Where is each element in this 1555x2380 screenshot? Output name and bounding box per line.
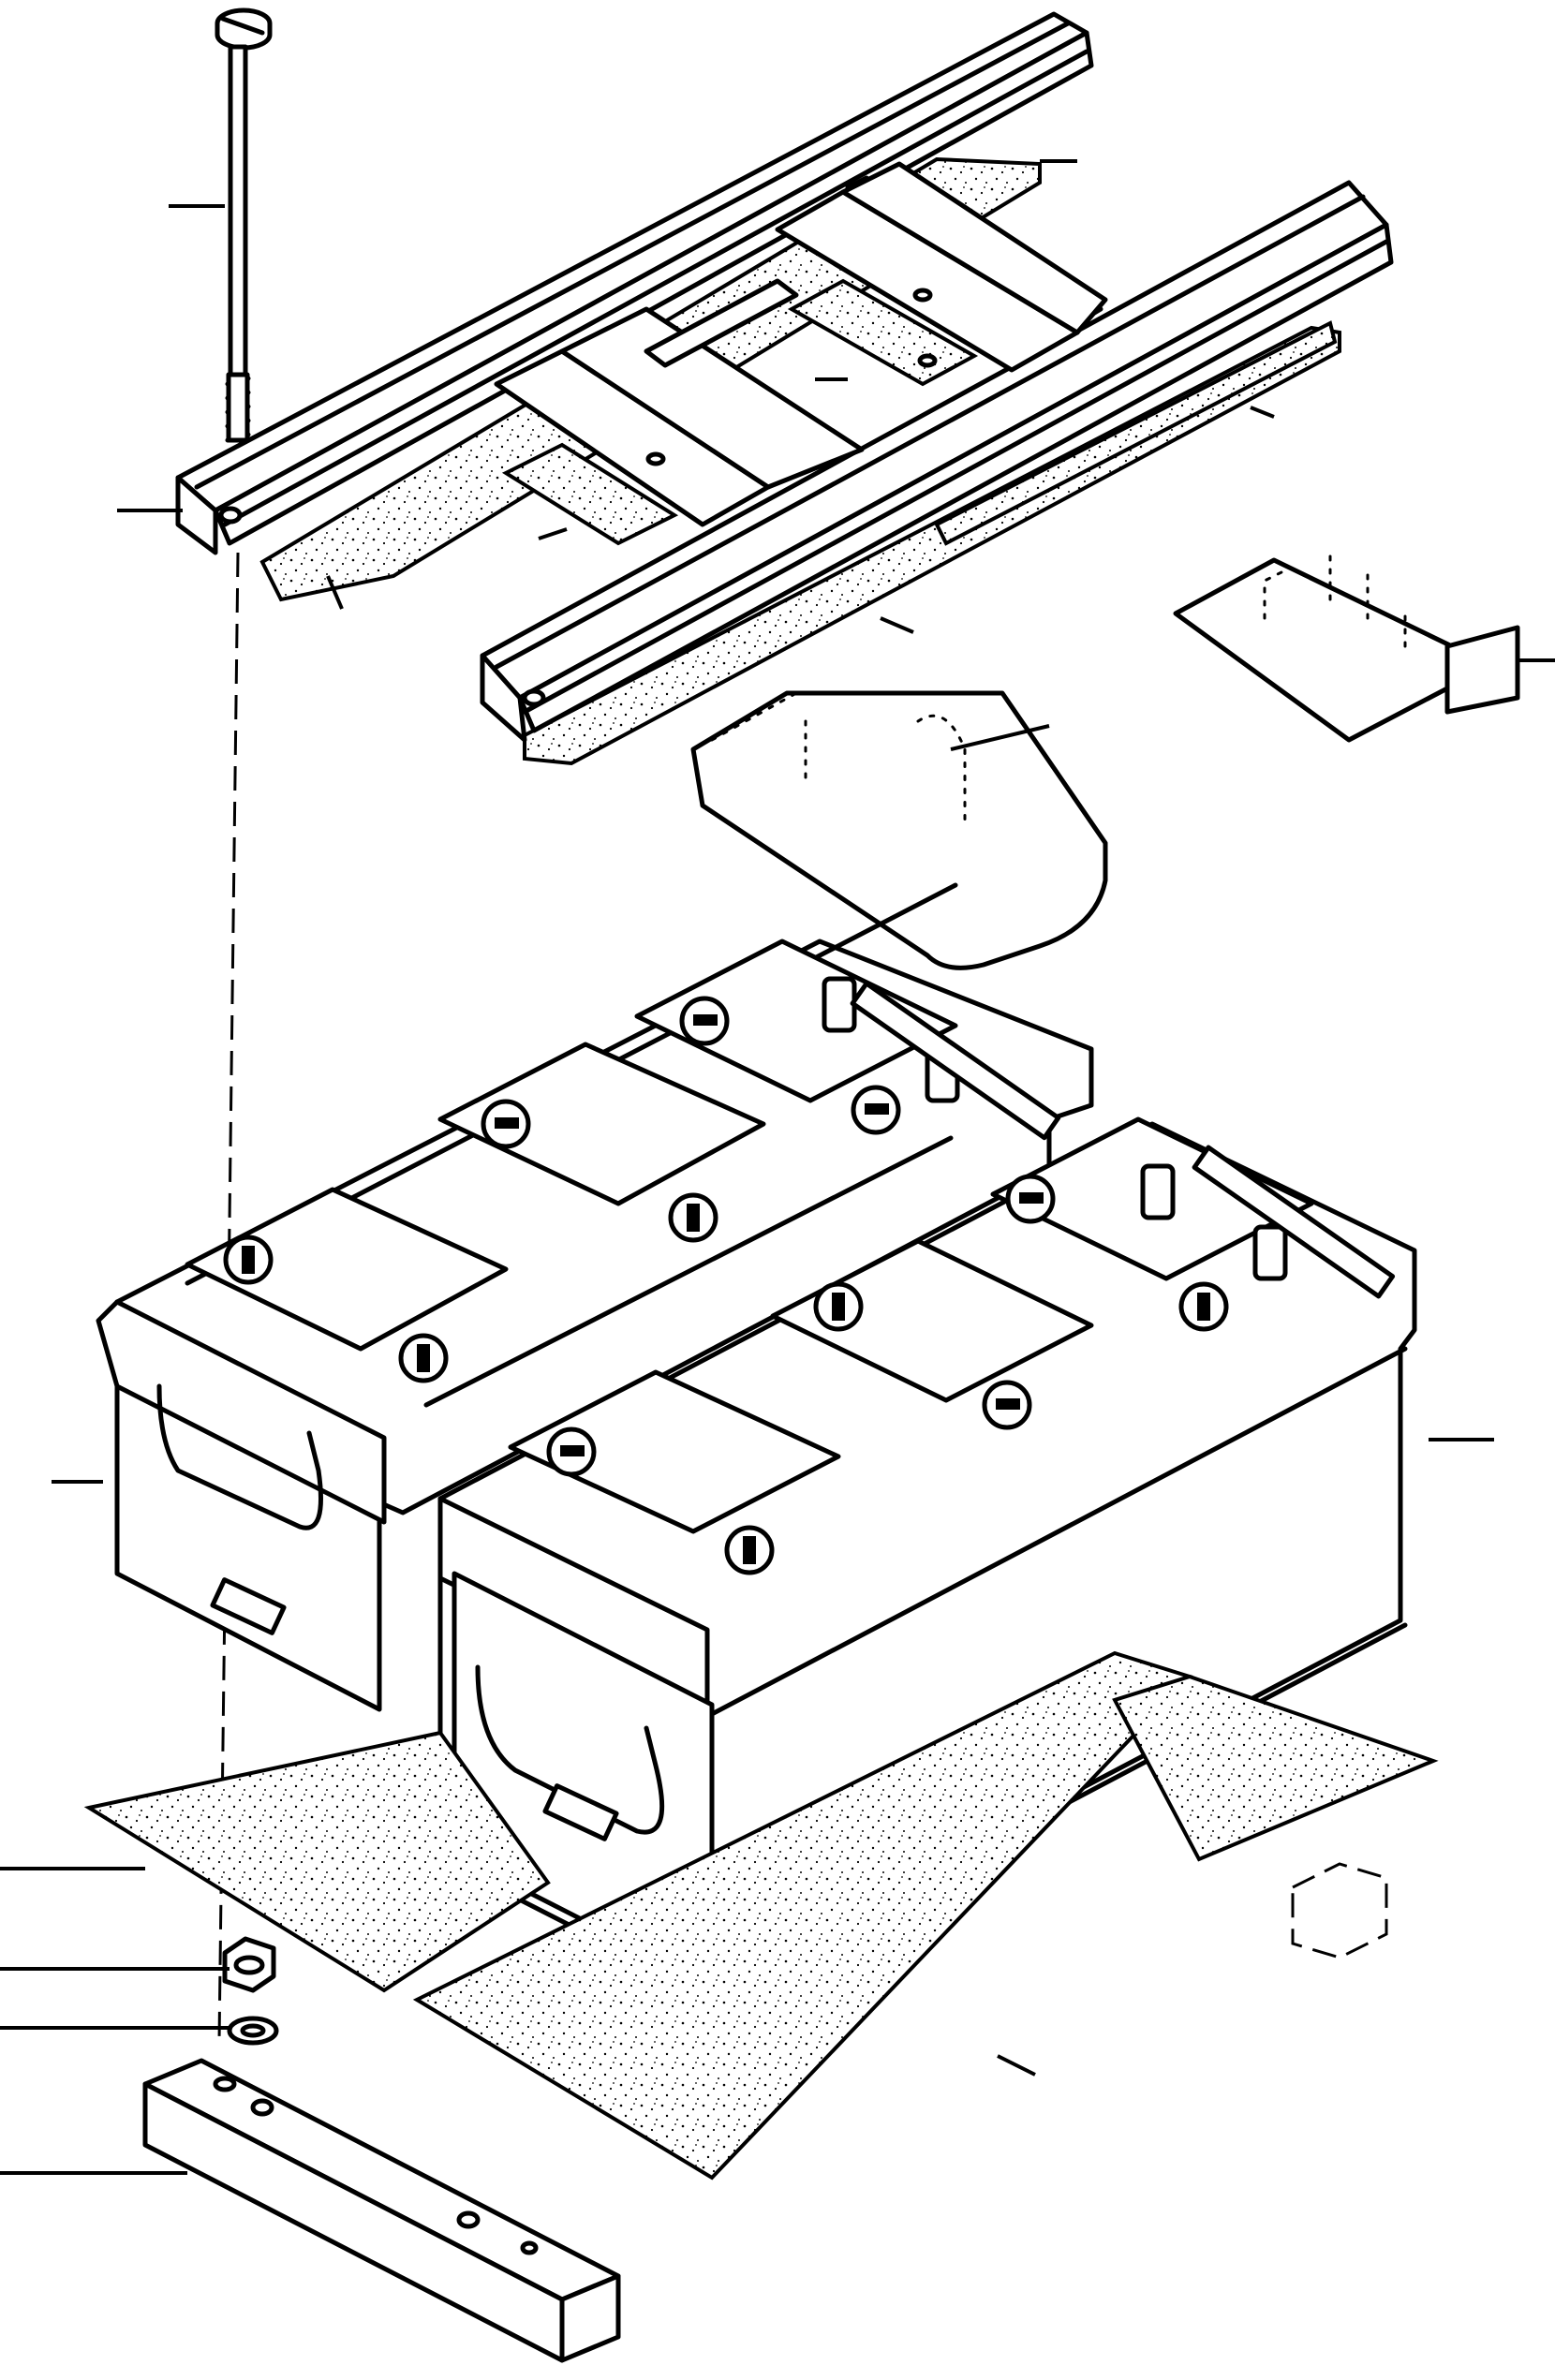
- rear-battery: [96, 882, 1094, 1712]
- vent-cap: [668, 1192, 718, 1243]
- front-battery: [437, 1116, 1417, 1993]
- vent-cap: [1178, 1281, 1229, 1332]
- bottom-felt-pads: [83, 1650, 1439, 2180]
- vent-cap: [851, 1085, 901, 1135]
- vent-cap: [1005, 1174, 1056, 1224]
- vent-cap: [982, 1380, 1032, 1430]
- support-block-outline: [1291, 1862, 1388, 1959]
- leader-lines: [0, 159, 1555, 2175]
- vent-cap: [546, 1427, 597, 1477]
- clamp-bar: [142, 2058, 621, 2363]
- mounting-frame: [175, 11, 1394, 743]
- nut: [222, 1936, 276, 1993]
- terminal-cover-box: [690, 690, 1108, 970]
- vent-cap: [679, 996, 730, 1046]
- lock-washer: [227, 2016, 279, 2046]
- terminal-cover-tray: [1173, 551, 1520, 743]
- vent-cap: [724, 1525, 775, 1575]
- vent-cap: [398, 1333, 449, 1383]
- vent-cap: [223, 1234, 274, 1285]
- long-bolt: [215, 7, 273, 443]
- vent-cap: [481, 1099, 531, 1149]
- vent-cap: [813, 1281, 864, 1332]
